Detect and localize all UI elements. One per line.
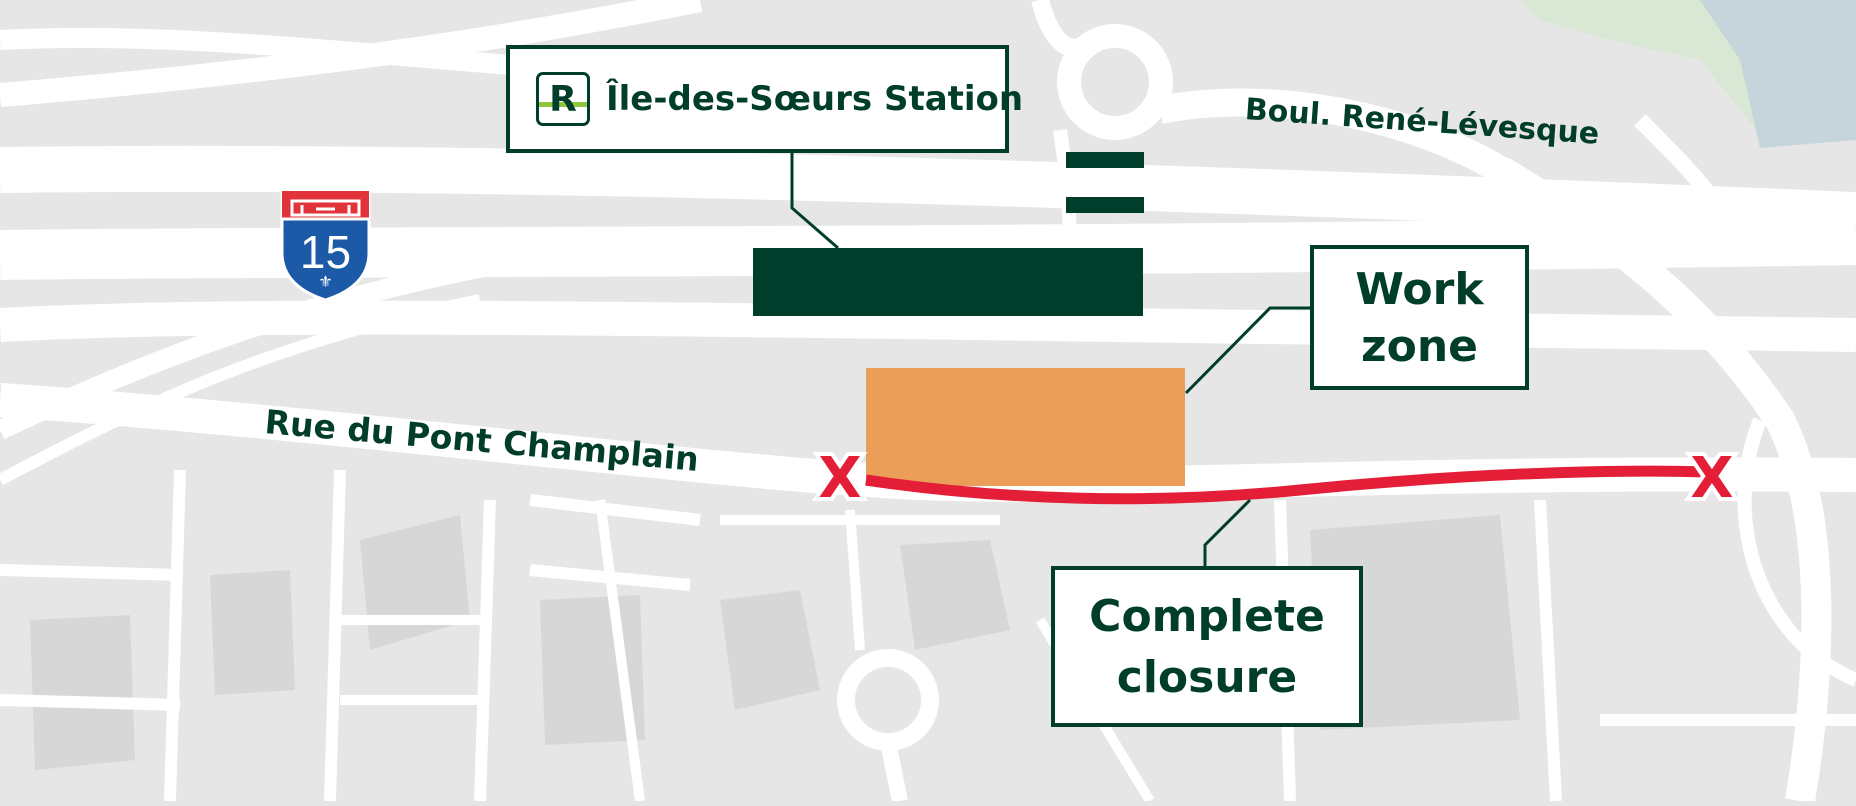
- rem-structure: [753, 152, 1144, 380]
- station-leader-line: [790, 153, 839, 250]
- autoroute-shield-icon: ⚜ 15: [278, 187, 373, 303]
- closure-label: Complete closure: [1089, 590, 1325, 703]
- closure-start-marker-outline: X: [818, 446, 861, 511]
- closure-end-marker-outline: X: [1690, 446, 1733, 511]
- work-zone-label: Work zone: [1355, 263, 1484, 372]
- station-callout[interactable]: R Île-des-Sœurs Station: [506, 45, 1023, 153]
- work-zone-leader-line: [1184, 306, 1310, 395]
- rem-station-icon: R: [536, 72, 590, 126]
- closure-callout[interactable]: Complete closure: [1051, 566, 1363, 727]
- rem-accent-bar: [539, 102, 587, 107]
- svg-text:⚜: ⚜: [318, 272, 332, 291]
- water-area: [1700, 0, 1856, 148]
- roundabout-roads: [1031, 0, 1856, 804]
- rem-logo-letter: R: [549, 79, 577, 120]
- callout-leaders: [790, 153, 1310, 566]
- closure-leader-line: [1203, 498, 1252, 566]
- closure-start-marker: X X: [814, 442, 865, 515]
- station-name: Île-des-Sœurs Station: [606, 79, 1024, 119]
- work-zone-area: [866, 368, 1185, 486]
- closure-end-marker-glyph: X: [1690, 446, 1733, 511]
- closure-start-marker-glyph: X: [818, 446, 861, 511]
- highway-number: 15: [299, 226, 352, 278]
- closure-end-marker: X X: [1686, 442, 1737, 515]
- autoroute-shield-graphic: ⚜: [280, 189, 371, 302]
- closure-line: [865, 465, 1706, 505]
- work-zone-callout[interactable]: Work zone: [1310, 245, 1529, 390]
